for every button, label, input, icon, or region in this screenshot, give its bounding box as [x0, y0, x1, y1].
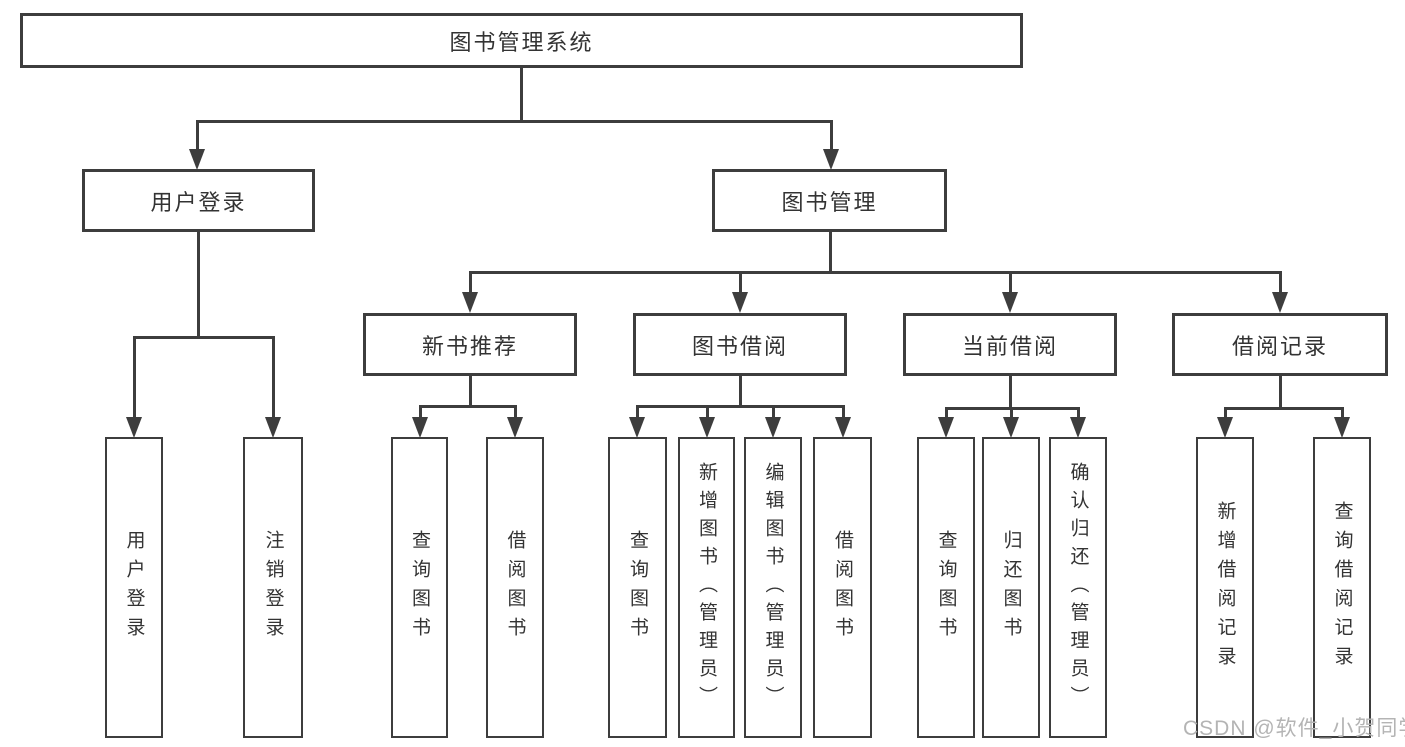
leaf-bb-edit-books: 编辑图书（管理员） — [744, 437, 802, 738]
leaf-logout-login: 注销登录 — [243, 437, 303, 738]
connector-new-book-rec-branch — [418, 405, 517, 408]
arrowhead-current-borrow-icon — [1002, 292, 1018, 313]
connector-arrow-borrow-records — [1278, 271, 1282, 295]
leaf-cb-query-books: 查询图书 — [917, 437, 975, 738]
connector-book-mgmt-stem — [828, 232, 832, 274]
connector-arrow-new-book-rec — [468, 271, 472, 295]
connector-book-borrow-stem — [738, 376, 742, 408]
arrowhead-new-book-rec-icon — [462, 292, 478, 313]
node-borrow-records: 借阅记录 — [1172, 313, 1388, 376]
arrowhead-br-add-icon — [1217, 417, 1233, 438]
arrowhead-bb-edit-icon — [765, 417, 781, 438]
node-book-borrow: 图书借阅 — [633, 313, 847, 376]
connector-arrow-user-login — [195, 120, 199, 151]
leaf-user-login: 用户登录 — [105, 437, 163, 738]
connector-level3-branch — [468, 271, 1282, 274]
csdn-watermark: CSDN @软件_小贺同学 — [1183, 717, 1405, 740]
connector-arrow-book-borrow — [738, 271, 742, 295]
connector-arrow-bb-edit — [771, 405, 775, 419]
connector-arrow-br-query — [1340, 407, 1344, 419]
node-root: 图书管理系统 — [20, 13, 1023, 68]
leaf-bb-query-books: 查询图书 — [608, 437, 667, 738]
node-new-book-rec: 新书推荐 — [363, 313, 577, 376]
leaf-cb-confirm-return: 确认归还（管理员） — [1049, 437, 1107, 738]
connector-level2-branch — [195, 120, 833, 123]
leaf-br-query-record: 查询借阅记录 — [1313, 437, 1371, 738]
arrowhead-book-borrow-icon — [732, 292, 748, 313]
leaf-bb-borrow-books: 借阅图书 — [813, 437, 872, 738]
connector-arrow-leaf-user-login — [132, 336, 136, 419]
arrowhead-cb-return-icon — [1003, 417, 1019, 438]
arrowhead-br-query-icon — [1334, 417, 1350, 438]
arrowhead-user-login-icon — [189, 149, 205, 170]
arrowhead-bb-query-icon — [629, 417, 645, 438]
connector-user-login-branch — [132, 336, 275, 339]
connector-new-book-rec-stem — [468, 376, 472, 408]
leaf-nbr-borrow-books: 借阅图书 — [486, 437, 544, 738]
connector-arrow-bb-add — [705, 405, 709, 419]
leaf-bb-add-books: 新增图书（管理员） — [678, 437, 735, 738]
connector-arrow-leaf-logout — [271, 336, 275, 419]
arrowhead-bb-borrow-icon — [835, 417, 851, 438]
connector-borrow-records-branch — [1223, 407, 1344, 410]
node-current-borrow: 当前借阅 — [903, 313, 1117, 376]
arrowhead-book-mgmt-icon — [823, 149, 839, 170]
arrowhead-nbr-borrow-icon — [507, 417, 523, 438]
leaf-br-add-record: 新增借阅记录 — [1196, 437, 1254, 738]
connector-arrow-nbr-query — [418, 405, 422, 419]
connector-arrow-nbr-borrow — [513, 405, 517, 419]
connector-arrow-current-borrow — [1008, 271, 1012, 295]
connector-root-stem — [519, 68, 523, 122]
arrowhead-cb-query-icon — [938, 417, 954, 438]
connector-arrow-cb-query — [944, 407, 948, 419]
connector-arrow-bb-query — [635, 405, 639, 419]
arrowhead-leaf-logout-icon — [265, 417, 281, 438]
leaf-nbr-query-books: 查询图书 — [391, 437, 448, 738]
connector-arrow-bb-borrow — [841, 405, 845, 419]
leaf-cb-return-books: 归还图书 — [982, 437, 1040, 738]
arrowhead-borrow-records-icon — [1272, 292, 1288, 313]
connector-arrow-br-add — [1223, 407, 1227, 419]
connector-current-borrow-stem — [1008, 376, 1012, 410]
arrowhead-bb-add-icon — [699, 417, 715, 438]
node-book-mgmt: 图书管理 — [712, 169, 947, 232]
connector-book-borrow-branch — [635, 405, 845, 408]
arrowhead-leaf-user-login-icon — [126, 417, 142, 438]
connector-arrow-cb-return — [1009, 407, 1013, 419]
connector-user-login-stem — [196, 232, 200, 339]
connector-arrow-cb-confirm — [1076, 407, 1080, 419]
arrowhead-nbr-query-icon — [412, 417, 428, 438]
arrowhead-cb-confirm-icon — [1070, 417, 1086, 438]
node-user-login: 用户登录 — [82, 169, 315, 232]
connector-arrow-book-mgmt — [829, 120, 833, 151]
connector-borrow-records-stem — [1278, 376, 1282, 410]
